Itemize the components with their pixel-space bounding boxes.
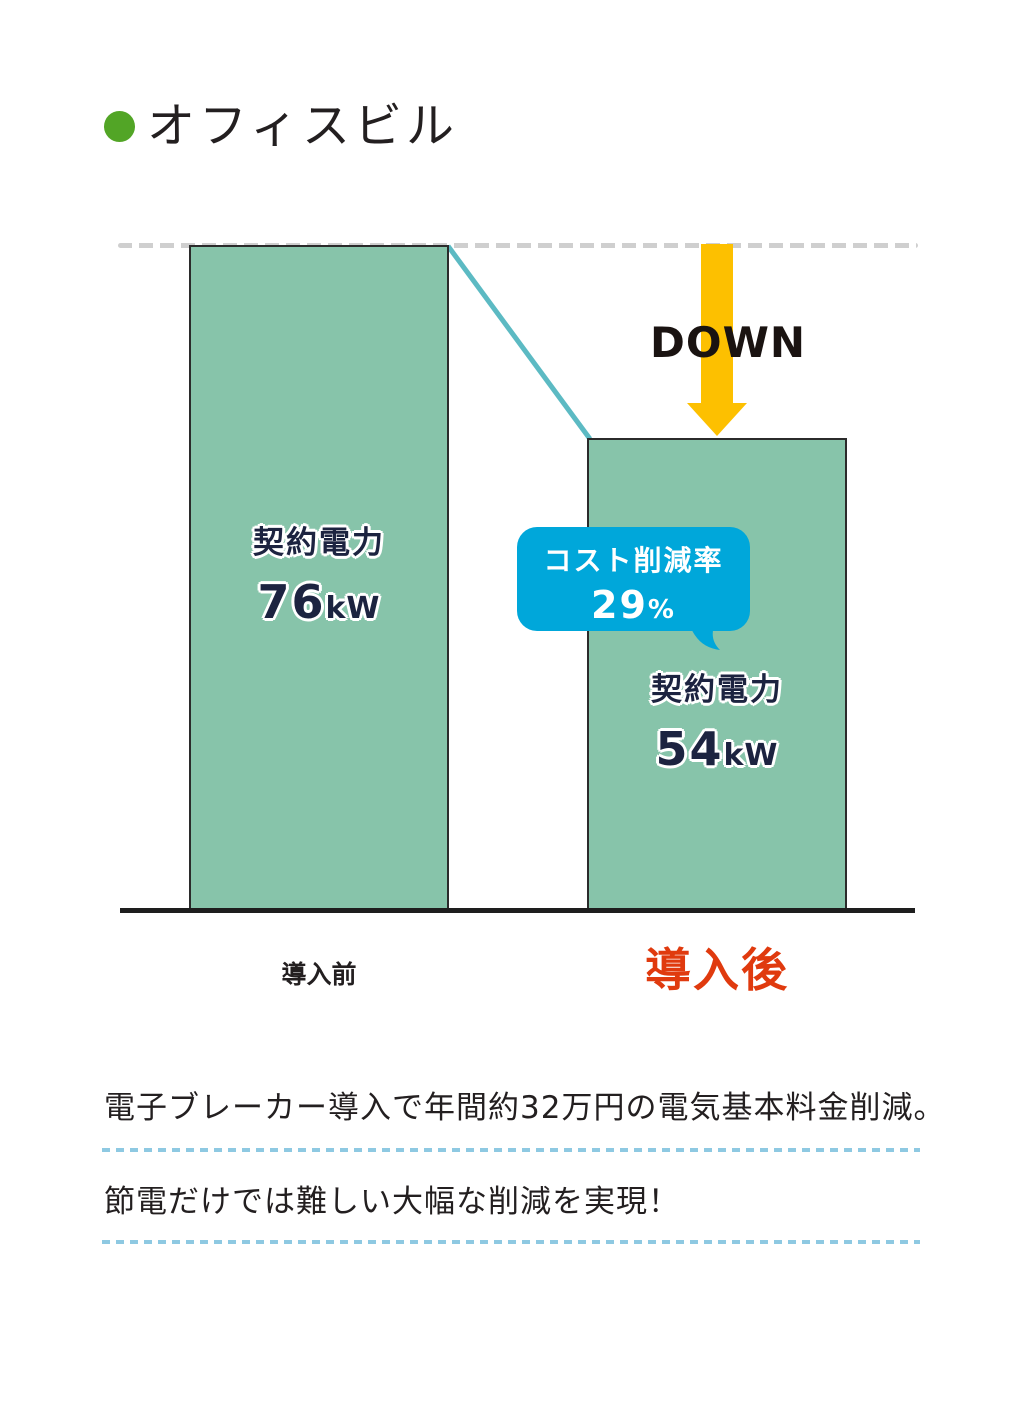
x-axis-baseline	[120, 908, 915, 913]
bar-after-label: 契約電力 54kW	[587, 672, 847, 773]
down-label: DOWN	[650, 318, 807, 367]
bubble-unit: %	[647, 595, 676, 625]
caption-achievement: 節電だけでは難しい大幅な削減を実現！	[104, 1184, 680, 1220]
bubble-value: 29%	[517, 583, 750, 627]
bar-after-title: 契約電力	[651, 672, 783, 708]
caption-savings: 電子ブレーカー導入で年間約32万円の電気基本料金削減。	[104, 1090, 946, 1126]
category-before-label: 導入前	[281, 960, 357, 989]
green-bullet-icon	[104, 110, 135, 142]
bar-before-title: 契約電力	[253, 525, 385, 561]
dashed-separator-1	[102, 1148, 920, 1152]
section-title: オフィスビル	[104, 96, 458, 156]
connector-line	[445, 244, 593, 441]
bar-before-unit: kW	[325, 591, 381, 626]
reference-dashed-line	[118, 243, 918, 248]
category-after-label: 導入後	[645, 943, 789, 997]
bar-before-value: 76kW	[189, 579, 449, 625]
bubble-number: 29	[591, 583, 648, 627]
bar-after	[587, 438, 847, 910]
down-arrow-icon	[687, 244, 747, 436]
cost-reduction-bubble: コスト削減率 29%	[517, 527, 750, 631]
page-title: オフィスビル	[147, 98, 459, 154]
bubble-title: コスト削減率	[543, 544, 724, 577]
dashed-separator-2	[102, 1240, 920, 1244]
bar-before-label: 契約電力 76kW	[189, 525, 449, 626]
bar-before	[189, 245, 449, 910]
bar-after-value: 54kW	[587, 726, 847, 772]
bar-before-number: 76	[257, 575, 326, 629]
bar-after-number: 54	[655, 722, 724, 776]
bar-after-unit: kW	[723, 738, 779, 773]
